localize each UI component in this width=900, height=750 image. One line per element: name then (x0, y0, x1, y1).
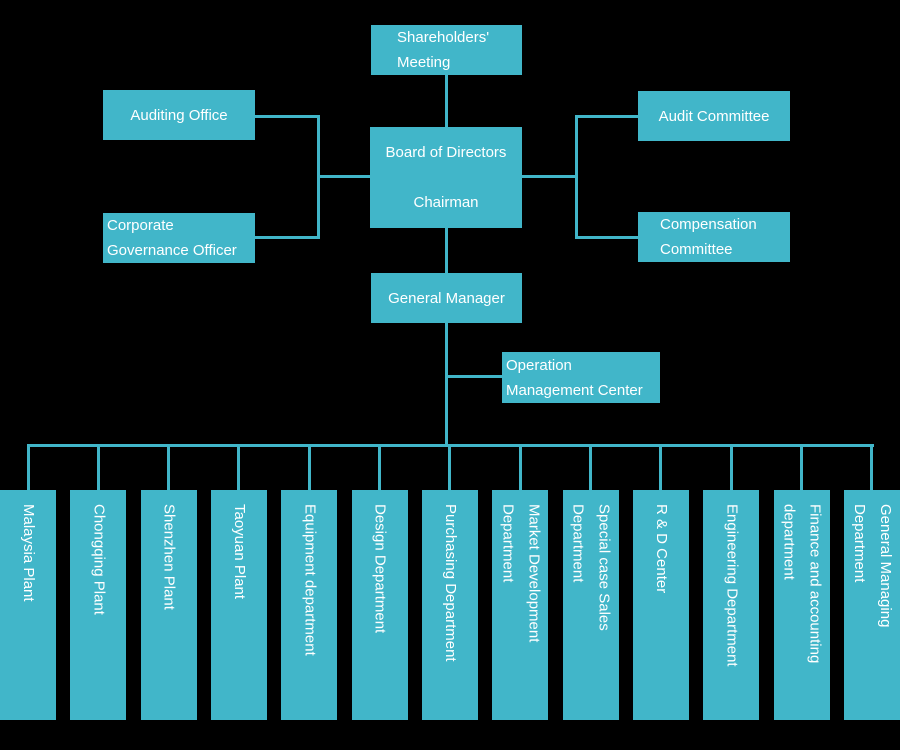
connector-right-bracket-to-board (521, 175, 577, 178)
department-node: Chongqing Plant (70, 444, 127, 720)
department-box: Taoyuan Plant (210, 490, 267, 720)
board-title: Board of Directors (385, 144, 507, 161)
department-label: Market Development Department (499, 504, 543, 643)
department-box: Design Department (351, 490, 408, 720)
department-label: Special case Sales Department (569, 504, 613, 631)
department-label: Design Department (371, 504, 389, 634)
department-node: Design Department (351, 444, 408, 720)
connector-department-drop (518, 444, 522, 490)
department-box: Malaysia Plant (0, 490, 56, 720)
connector-department-drop (870, 444, 874, 490)
node-corporate-governance-officer: Corporate Governance Officer (103, 213, 255, 263)
node-board-of-directors: Board of Directors Chairman (370, 127, 522, 228)
department-node: Shenzhen Plant (140, 444, 197, 720)
connector-compensation-committee (575, 236, 639, 239)
department-label: Shenzhen Plant (160, 504, 178, 610)
connector-department-drop (800, 444, 804, 490)
connector-left-bracket-to-board (318, 175, 372, 178)
department-node: Engineering Department (703, 444, 760, 720)
node-label: Auditing Office (130, 106, 228, 124)
connector-board-general-manager (445, 226, 448, 275)
department-node: Purchasing Department (421, 444, 478, 720)
node-label: Corporate Governance Officer (107, 217, 237, 259)
department-box: Shenzhen Plant (140, 490, 197, 720)
connector-department-drop (307, 444, 311, 490)
department-label: Finance and accounting department (780, 504, 824, 664)
department-node: General Managing Department (843, 444, 900, 720)
node-shareholders-meeting: Shareholders' Meeting (371, 25, 522, 75)
department-node: Taoyuan Plant (210, 444, 267, 720)
department-label: Chongqing Plant (90, 504, 108, 615)
department-label: Malaysia Plant (20, 504, 37, 602)
department-label: Taoyuan Plant (230, 504, 248, 600)
department-node: Equipment department (281, 444, 338, 720)
node-audit-committee: Audit Committee (638, 91, 790, 141)
connector-department-drop (96, 444, 100, 490)
node-general-manager: General Manager (371, 273, 522, 323)
node-operation-management-center: Operation Management Center (502, 352, 660, 403)
node-label: Compensation Committee (660, 216, 757, 258)
connector-auditing-office (255, 115, 319, 118)
department-node: Malaysia Plant (0, 444, 56, 720)
node-label: Shareholders' Meeting (397, 29, 490, 71)
connector-department-drop (237, 444, 241, 490)
connector-general-manager-departments (445, 321, 448, 446)
node-label: Audit Committee (658, 107, 770, 125)
connector-operation-center (446, 375, 503, 378)
department-label: Purchasing Department (441, 504, 459, 662)
department-box: Chongqing Plant (70, 490, 127, 720)
connector-corporate-governance (255, 236, 319, 239)
department-box: R & D Center (632, 490, 689, 720)
node-auditing-office: Auditing Office (103, 90, 255, 140)
department-node: Special case Sales Department (562, 444, 619, 720)
connector-shareholders-board (445, 75, 448, 129)
department-node: Market Development Department (492, 444, 549, 720)
chairman-label: Chairman (413, 194, 479, 211)
department-box: Equipment department (281, 490, 338, 720)
connector-department-drop (589, 444, 593, 490)
department-label: Equipment department (301, 504, 319, 656)
connector-department-drop (378, 444, 382, 490)
connector-department-drop (729, 444, 733, 490)
department-label: General Managing Department (850, 504, 894, 628)
connector-audit-committee (575, 115, 639, 118)
connector-department-drop (448, 444, 452, 490)
department-box: General Managing Department (843, 490, 900, 720)
department-box: Purchasing Department (421, 490, 478, 720)
department-label: Engineering Department (723, 504, 741, 667)
department-box: Special case Sales Department (562, 490, 619, 720)
department-box: Market Development Department (492, 490, 549, 720)
connector-department-drop (26, 444, 30, 490)
node-compensation-committee: Compensation Committee (638, 212, 790, 262)
department-node: Finance and accounting department (773, 444, 830, 720)
departments-row: Malaysia Plant Chongqing Plant Shenzhen … (0, 444, 900, 720)
connector-department-drop (659, 444, 663, 490)
connector-department-drop (167, 444, 171, 490)
connector-right-bracket-vertical (575, 115, 578, 239)
department-node: R & D Center (632, 444, 689, 720)
node-label: Operation Management Center (506, 356, 643, 399)
node-label: General Manager (388, 289, 505, 307)
department-box: Engineering Department (703, 490, 760, 720)
connector-left-bracket-vertical (317, 115, 320, 239)
department-label: R & D Center (652, 504, 670, 594)
department-box: Finance and accounting department (773, 490, 830, 720)
